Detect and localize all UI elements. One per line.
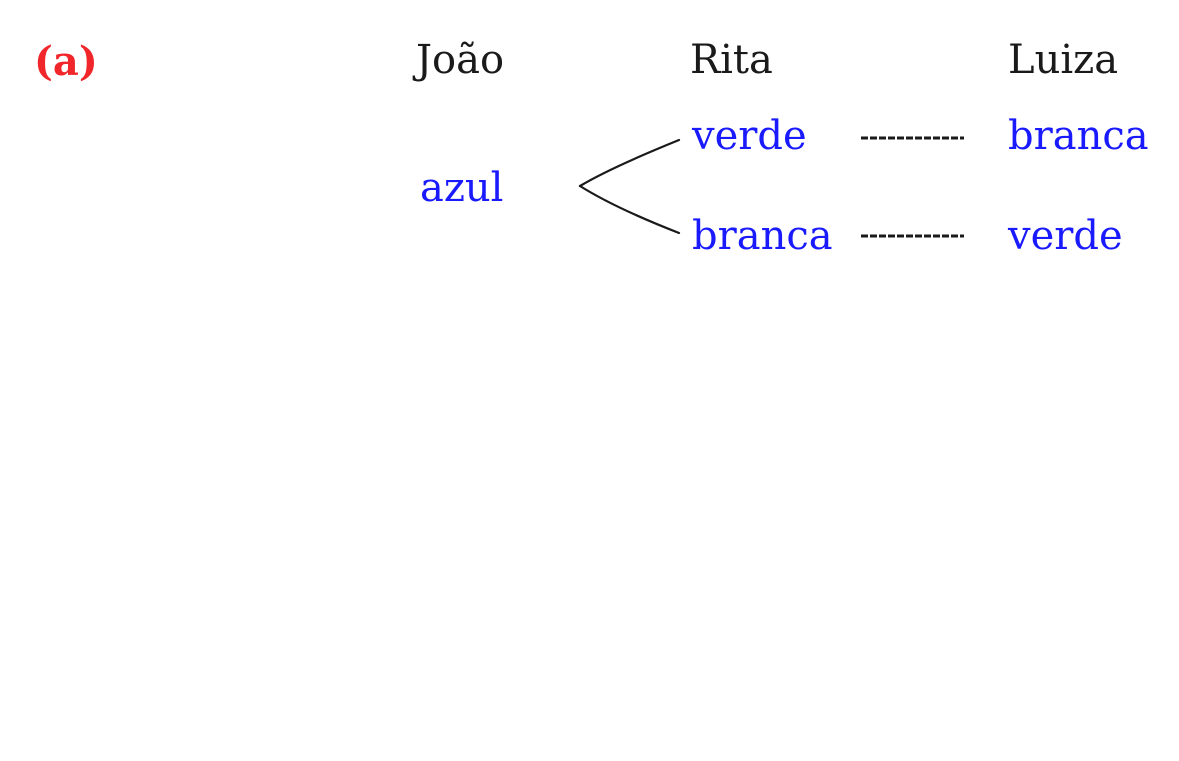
header-rita: Rita [690,37,773,83]
node-rita-branch-2: branca [692,213,833,259]
header-joao: João [416,37,505,83]
part-label: (a) [34,38,98,85]
node-rita-branch-1: verde [692,113,807,159]
edge-root-to-branch-2 [578,184,681,235]
node-root-azul: azul [420,165,504,211]
node-luiza-branch-2: verde [1008,213,1123,259]
node-luiza-branch-1: branca [1008,113,1149,159]
edge-root-to-branch-1 [578,138,681,188]
header-luiza: Luiza [1008,37,1119,83]
